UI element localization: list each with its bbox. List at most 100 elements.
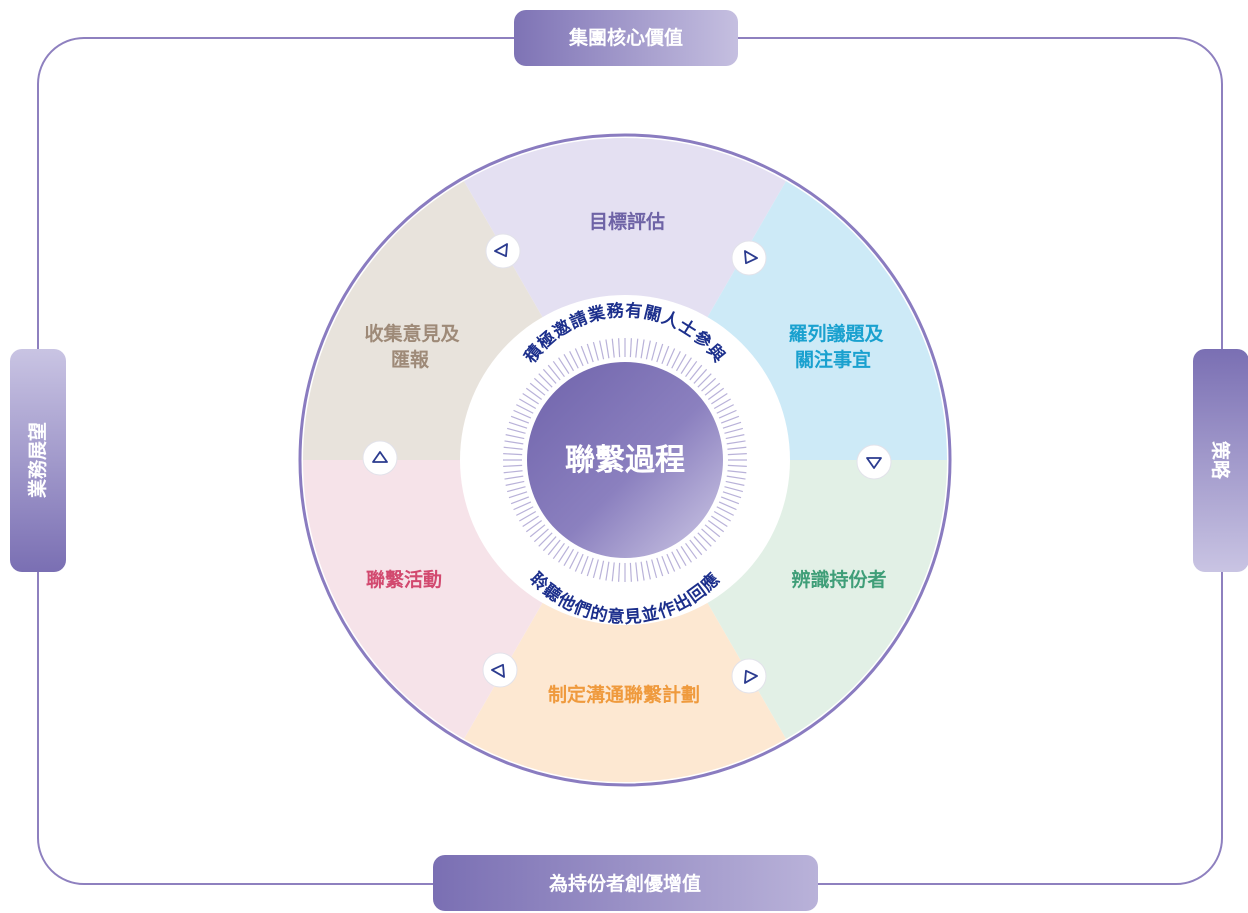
center-tick — [542, 536, 557, 552]
center-tick — [656, 557, 664, 577]
center-tick — [689, 364, 703, 381]
center-tick — [529, 382, 546, 396]
center-tick — [661, 555, 670, 575]
center-tick — [552, 360, 565, 378]
center-tick — [726, 440, 746, 445]
center-tick — [722, 491, 742, 499]
center-tick — [724, 486, 743, 493]
center-tick — [697, 373, 712, 388]
center-tick — [680, 546, 692, 563]
center-tick — [727, 470, 747, 474]
center-tick — [508, 421, 528, 429]
center-tick — [713, 510, 731, 522]
left-label-text: 業務展望 — [26, 422, 49, 499]
center-tick — [605, 339, 610, 359]
center-tick — [580, 345, 589, 365]
center-tick — [519, 510, 537, 522]
center-tick — [513, 501, 532, 511]
center-tick — [558, 546, 570, 563]
center-tick — [538, 532, 553, 547]
center-tick — [720, 496, 740, 505]
stage-goal: 目標評估 — [589, 210, 665, 233]
center-tick — [516, 404, 534, 414]
top-label: 集團核心價值 — [514, 10, 738, 66]
center-tick — [640, 339, 645, 359]
stage-collect: 收集意見及 匯報 — [364, 322, 460, 371]
center-tick — [599, 340, 605, 360]
center-tick — [675, 548, 687, 566]
center-tick — [618, 338, 621, 358]
center-tick — [505, 480, 525, 486]
center-tick — [558, 357, 570, 374]
center-tick — [580, 555, 589, 575]
center-core — [527, 362, 723, 558]
center-tick — [689, 539, 703, 556]
center-tick — [645, 340, 651, 360]
center-tick — [704, 524, 721, 538]
center-tick — [693, 368, 708, 384]
center-tick — [547, 539, 561, 556]
center-tick — [635, 562, 639, 582]
center-tick — [505, 434, 525, 440]
right-label-text: 策略 — [1209, 441, 1232, 480]
arrow-goal-to-issues-icon — [731, 240, 767, 276]
center-tick — [651, 342, 658, 361]
center-tick — [605, 561, 610, 581]
center-tick — [725, 480, 745, 486]
center-tick — [697, 532, 712, 547]
center-tick — [503, 470, 523, 474]
center-title: 聯繫過程 — [565, 443, 685, 478]
stage-issues-label-line1: 羅列議題及 — [788, 322, 884, 345]
bottom-label: 為持份者創優增值 — [433, 855, 818, 911]
center-tick — [629, 562, 632, 582]
center-tick — [722, 421, 742, 429]
center-tick — [563, 354, 575, 372]
center-tick — [522, 515, 539, 527]
stage-activity: 聯繫活動 — [366, 568, 442, 591]
center-tick — [671, 551, 681, 569]
center-tick — [533, 377, 549, 392]
right-label: 策略 — [1193, 349, 1248, 572]
center-tick — [563, 548, 575, 566]
stage-identify: 辨識持份者 — [791, 568, 886, 591]
center-tick — [716, 404, 734, 414]
stage-issues-label-line2: 關注事宜 — [795, 348, 871, 371]
center-tick — [645, 560, 651, 580]
center-tick — [718, 501, 737, 511]
center-tick — [569, 551, 579, 569]
center-tick — [510, 496, 530, 505]
center-tick — [685, 360, 698, 378]
center-tick — [552, 542, 565, 560]
center-tick — [711, 515, 728, 527]
center-tick — [707, 520, 725, 533]
center-tick — [727, 453, 747, 456]
stage-plan-label: 制定溝通聯繫計劃 — [548, 683, 700, 706]
center-tick — [503, 464, 523, 467]
center-tick — [586, 343, 594, 363]
center-tick — [618, 562, 621, 582]
center-tick — [507, 427, 526, 434]
center-tick — [666, 348, 676, 367]
center-tick — [510, 415, 530, 424]
center-tick — [574, 553, 584, 572]
center-tick — [727, 446, 747, 450]
center-tick — [701, 528, 717, 543]
center-tick — [661, 345, 670, 365]
center-tick — [724, 427, 743, 434]
center-tick — [651, 559, 658, 578]
center-tick — [533, 528, 549, 543]
center-tick — [538, 373, 553, 388]
center-tick — [727, 464, 747, 467]
center-tick — [529, 524, 546, 538]
arrow-plan-to-activity-icon — [482, 652, 518, 688]
stage-collect-label-line2: 匯報 — [391, 348, 430, 371]
center-tick — [592, 559, 599, 578]
center-ring: 聯繫過程 積極邀請業務有關人士參與 聆聽他們的意見並作出回應 — [460, 295, 790, 628]
center-tick — [599, 560, 605, 580]
arrow-issues-to-identify-icon — [856, 444, 892, 480]
center-tick — [542, 368, 557, 384]
stage-identify-label: 辨識持份者 — [791, 568, 886, 591]
center-tick — [504, 440, 524, 445]
arrow-activity-to-collect-icon — [362, 440, 398, 476]
